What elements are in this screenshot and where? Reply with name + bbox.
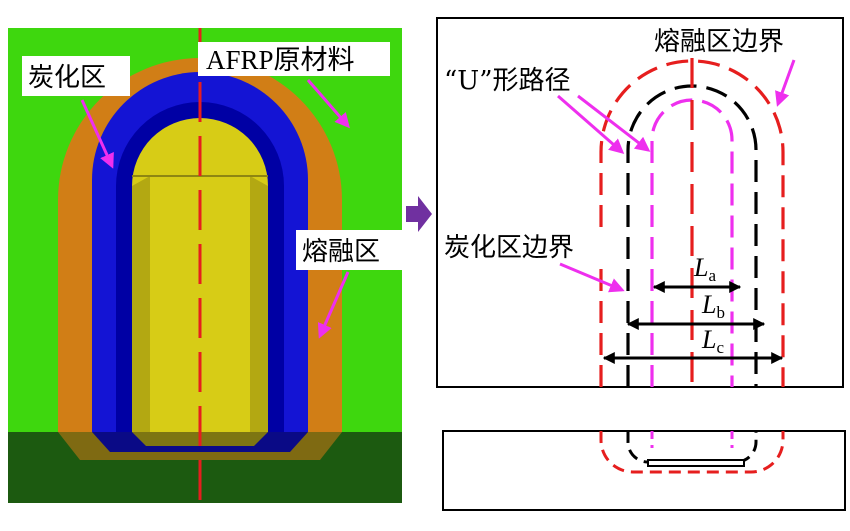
left-panel: AFRP原材料 炭化区 熔融区 [8, 28, 404, 503]
transition-arrow-icon [406, 196, 432, 232]
lower-frame [442, 430, 846, 511]
afrp-label: AFRP原材料 [206, 45, 355, 75]
lower-melt-boundary [599, 431, 785, 474]
u-path-label: “U”形路径 [444, 66, 571, 96]
melt-boundary-label: 熔融区边界 [654, 27, 784, 57]
melt-boundary-pointer-arrow [775, 59, 796, 107]
afrp-pointer-arrow [306, 79, 350, 129]
carbon-boundary-pointer-arrow [559, 262, 625, 293]
core-cavity [132, 118, 268, 451]
lower-slot [647, 459, 745, 467]
core-shade-right [250, 176, 268, 450]
core-shade-left [132, 176, 150, 450]
u-path-pointer-arrow-2 [577, 94, 651, 152]
u-path-pointer-arrow-1 [557, 94, 625, 154]
dimension-label-a: La [693, 253, 716, 285]
lower-section [442, 430, 846, 511]
right-panel: 熔融区边界 “U”形路径 炭化区边界 La Lb Lc [436, 17, 844, 388]
melt-label: 熔融区 [302, 237, 380, 267]
carbon-boundary-label: 炭化区边界 [444, 233, 574, 263]
melt-boundary-line [599, 59, 785, 387]
carbonized-label: 炭化区 [28, 63, 106, 93]
dimension-label-c: Lc [701, 325, 724, 357]
melt-pointer-arrow [317, 271, 350, 339]
carbonized-pointer-arrow [80, 99, 114, 169]
lower-u-path [650, 431, 734, 448]
dimension-label-b: Lb [701, 290, 725, 322]
